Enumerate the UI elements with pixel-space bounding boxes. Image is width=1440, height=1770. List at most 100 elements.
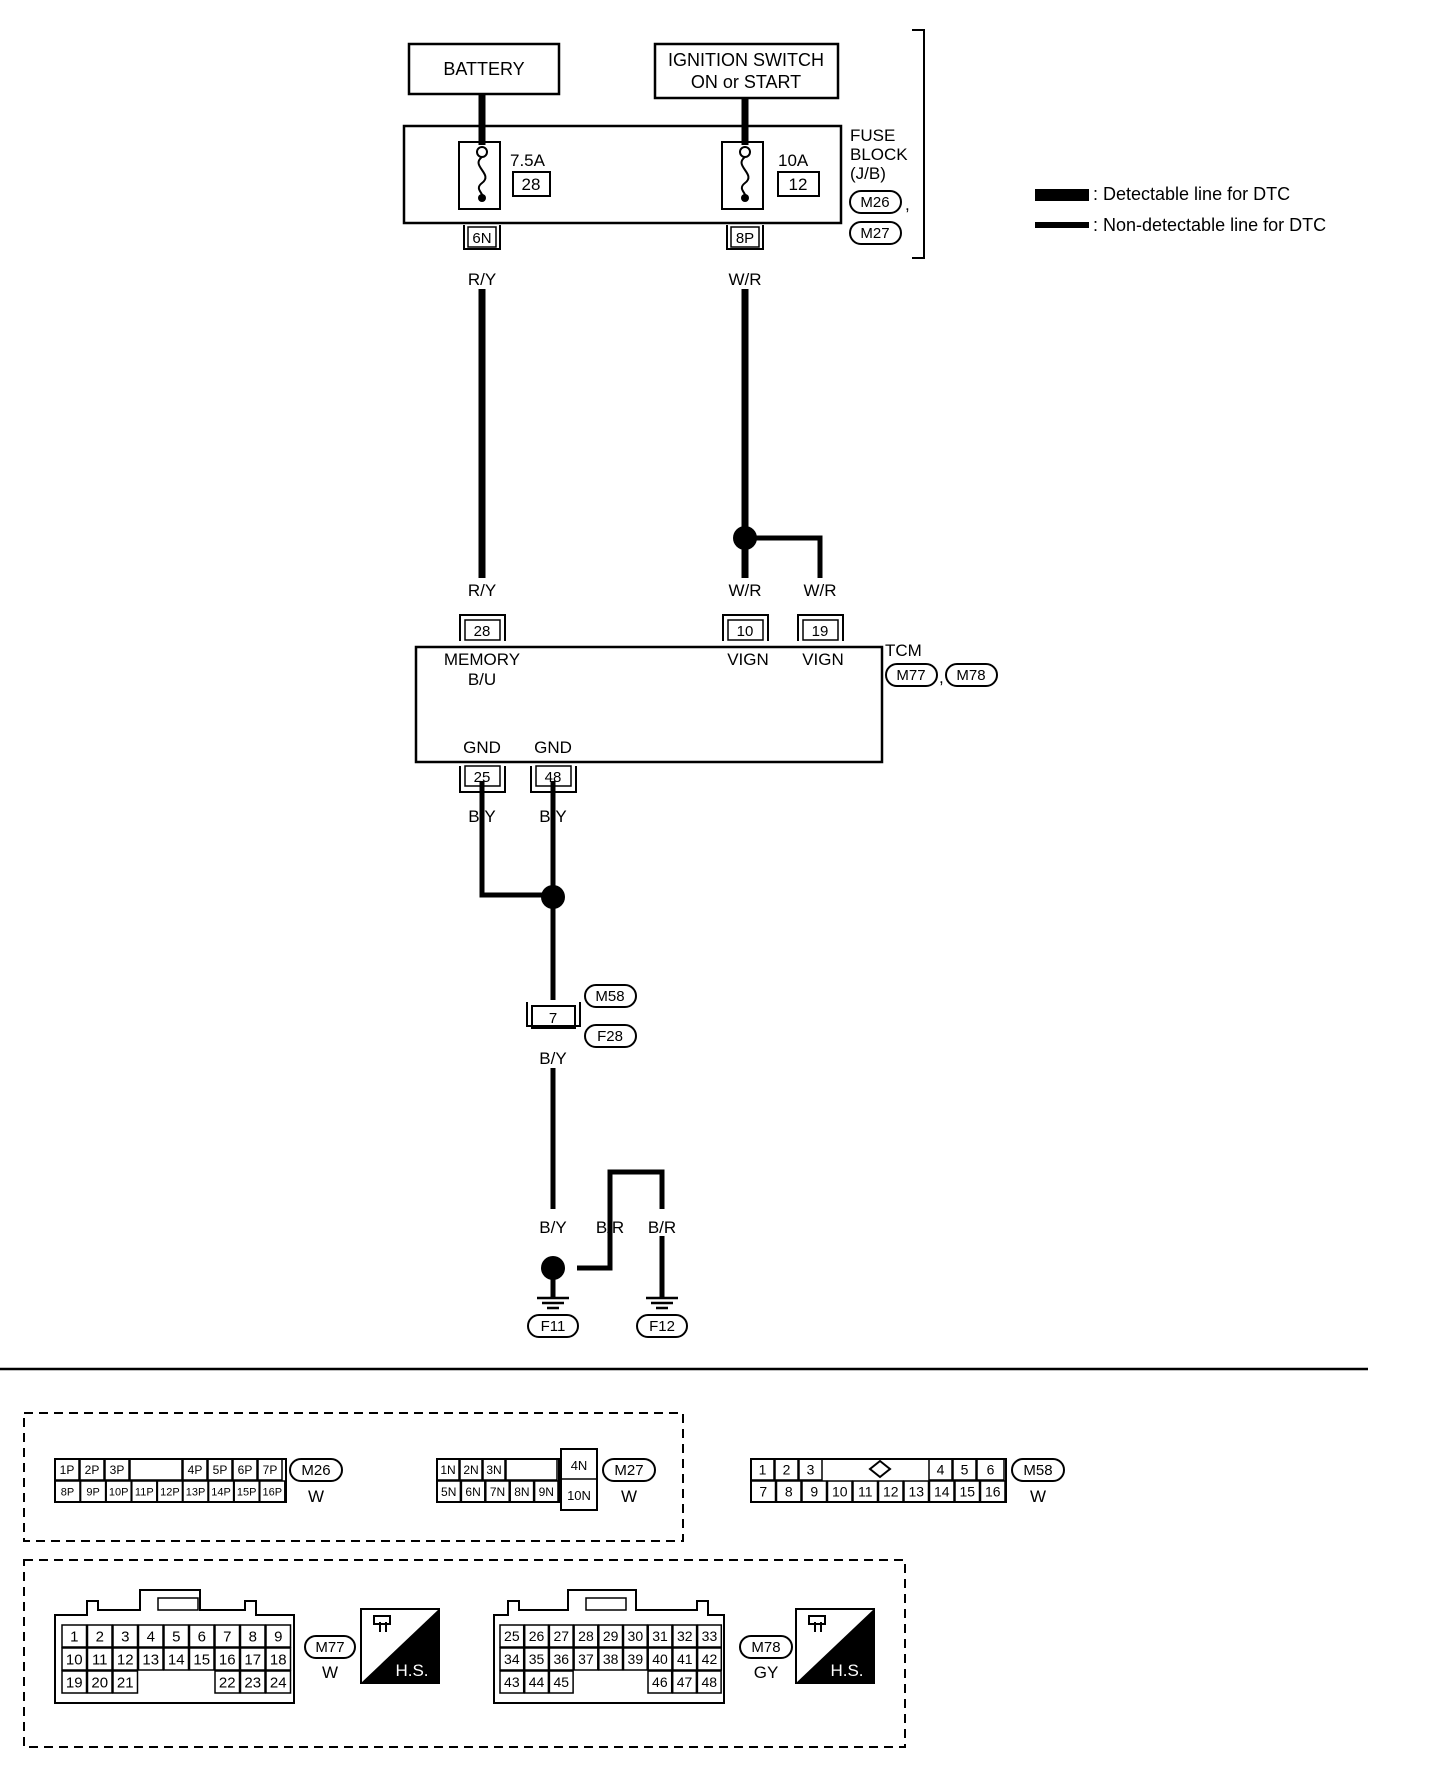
pin-label: 24 <box>270 1674 287 1691</box>
pin-label: 33 <box>702 1628 718 1644</box>
wire-label: B/Y <box>539 1218 566 1237</box>
pin-label: 30 <box>628 1628 644 1644</box>
legend-non-detectable-text: : Non-detectable line for DTC <box>1093 215 1326 235</box>
fuse-block-conn-m26: M26 <box>860 194 889 211</box>
pin-label: 2 <box>783 1462 791 1478</box>
pin-label: 1P <box>60 1463 75 1477</box>
pin-cell <box>505 1458 558 1481</box>
ground-label-f12: F12 <box>649 1318 675 1335</box>
pin-label: 10 <box>66 1651 83 1668</box>
pin-label: 2N <box>463 1463 478 1477</box>
m78-id: M78 <box>751 1639 780 1656</box>
pin-label: 6N <box>465 1485 480 1499</box>
fuse-block-title-1: FUSE <box>850 126 895 145</box>
pin-cell <box>265 1670 292 1694</box>
pin-label: 35 <box>529 1651 545 1667</box>
pin-cell <box>672 1647 698 1671</box>
pin-label: 12 <box>883 1484 899 1500</box>
fuse-block-title-2: BLOCK <box>850 145 908 164</box>
pin-label: 3P <box>110 1463 125 1477</box>
fuse-block-conn-sep: , <box>905 195 910 214</box>
splice-dot <box>541 1256 565 1280</box>
pin-label: 9 <box>274 1628 282 1645</box>
legend-detectable-text: : Detectable line for DTC <box>1093 184 1290 204</box>
fuse2-rating: 10A <box>778 151 809 170</box>
pin-label: 1 <box>759 1462 767 1478</box>
pin-label: 9P <box>86 1486 99 1498</box>
wire-label: W/R <box>728 270 761 289</box>
connector-group-fuse-block <box>23 1412 684 1542</box>
pin-cell <box>548 1670 574 1694</box>
pin-label: 4 <box>147 1628 155 1645</box>
pin-cell <box>137 1647 164 1671</box>
pin-label: 26 <box>529 1628 545 1644</box>
pin-cell <box>188 1624 215 1648</box>
pin-cell <box>533 1480 559 1503</box>
tcm-title: TCM <box>885 641 922 660</box>
pin-cell <box>696 1624 723 1648</box>
pin-cell <box>499 1647 525 1671</box>
fuse-pin-8p: 8P <box>736 230 754 247</box>
gnd1-label: GND <box>463 738 501 757</box>
pin-cell <box>774 1458 799 1481</box>
fuse-element-icon <box>477 156 487 198</box>
pin-cell <box>928 1480 955 1503</box>
pin-cell <box>482 1458 506 1481</box>
fuse1-rating: 7.5A <box>510 151 546 170</box>
pin-cell <box>509 1480 535 1503</box>
pin-cell <box>826 1480 853 1503</box>
wire-label: B/R <box>596 1218 624 1237</box>
harness-side-icon: H.S. <box>795 1608 875 1684</box>
wire-label: B/Y <box>539 807 566 826</box>
pin-label: 27 <box>553 1628 569 1644</box>
pin-label: 14 <box>168 1651 185 1668</box>
pin-label: 20 <box>91 1674 108 1691</box>
fuse-block-bracket <box>912 29 925 259</box>
m77-color: W <box>322 1663 338 1682</box>
pin-cell <box>239 1624 266 1648</box>
m78-hs-label: H.S. <box>830 1661 863 1680</box>
pin-cell <box>598 1624 624 1648</box>
tcm-conn-sep: , <box>939 668 944 687</box>
tcm-pin-48: 48 <box>545 769 562 786</box>
pin-cell <box>954 1480 981 1503</box>
m77-hs-label: H.S. <box>395 1661 428 1680</box>
pin-cell <box>647 1624 673 1648</box>
pin-label: 9 <box>810 1484 818 1500</box>
pin-label: 5 <box>172 1628 180 1645</box>
tcm-pin-19: 19 <box>812 623 829 640</box>
joint-conn-m58: M58 <box>595 988 624 1005</box>
pin-cell <box>86 1670 113 1694</box>
pin-label: 13P <box>186 1486 206 1498</box>
pin-label: 42 <box>702 1651 718 1667</box>
pin-cell <box>214 1624 241 1648</box>
pin-cell <box>750 1458 775 1481</box>
pin-cell <box>265 1647 292 1671</box>
pin-label: 32 <box>677 1628 693 1644</box>
splice-dot <box>733 526 757 550</box>
pin-label: 17 <box>244 1651 261 1668</box>
pin-label: 8P <box>61 1486 74 1498</box>
pin-label: 8N <box>514 1485 529 1499</box>
pin-cell <box>548 1624 574 1648</box>
pin-cell <box>112 1624 139 1648</box>
pin-cell <box>207 1458 233 1481</box>
pin-label: 5P <box>213 1463 228 1477</box>
pin-cell <box>979 1480 1006 1503</box>
pin-cell <box>598 1647 624 1671</box>
pin-label: 19 <box>66 1674 83 1691</box>
key-diamond-icon <box>868 1459 892 1479</box>
pin-label: 14P <box>211 1486 231 1498</box>
pin-cell <box>647 1647 673 1671</box>
joint-conn-f28: F28 <box>597 1028 623 1045</box>
pin-label: 1 <box>70 1628 78 1645</box>
battery-label: BATTERY <box>443 59 524 79</box>
pin-label: 36 <box>553 1651 569 1667</box>
pin-label: 2P <box>85 1463 100 1477</box>
pin-cell <box>112 1647 139 1671</box>
pin-cell <box>182 1458 208 1481</box>
pin-cell <box>61 1624 88 1648</box>
pin-label: 43 <box>504 1674 520 1690</box>
pin-label: 7 <box>223 1628 231 1645</box>
